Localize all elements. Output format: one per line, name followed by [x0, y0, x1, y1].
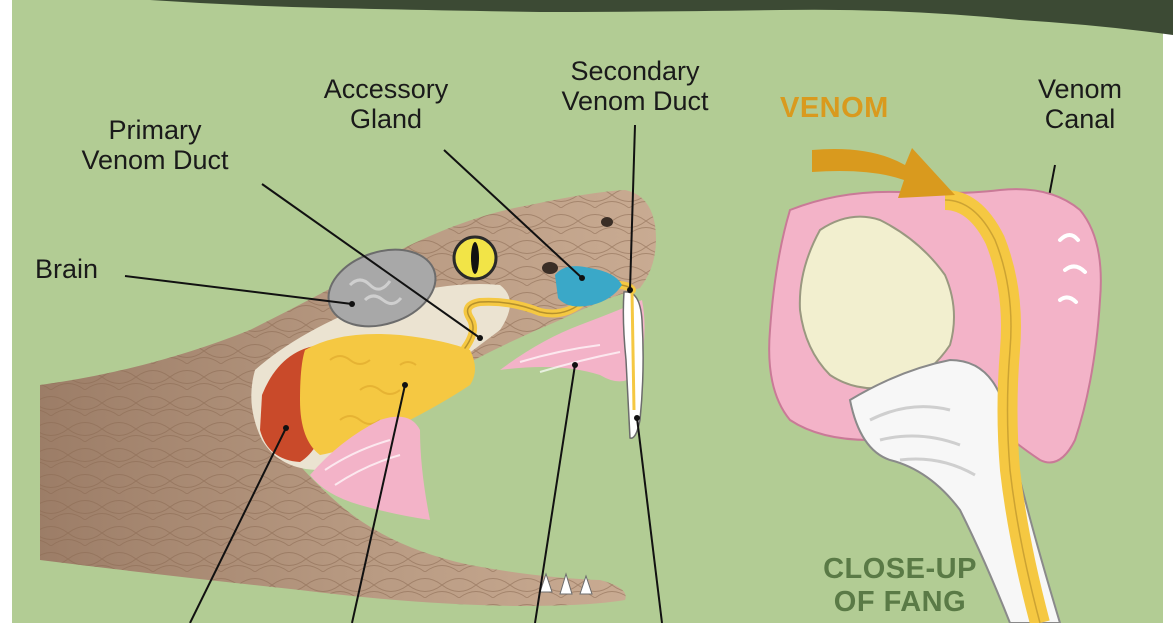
- label-secondary-venom-duct-line2: Venom Duct: [540, 86, 730, 116]
- label-venom-canal: Venom Canal: [1005, 74, 1155, 134]
- label-venom-canal-line1: Venom: [1005, 74, 1155, 104]
- label-closeup-of-fang: CLOSE-UP OF FANG: [800, 553, 1000, 619]
- label-primary-venom-duct: Primary Venom Duct: [50, 115, 260, 175]
- border-left: [0, 0, 12, 623]
- border-right: [1163, 0, 1173, 623]
- label-primary-venom-duct-line2: Venom Duct: [50, 145, 260, 175]
- label-accessory-gland-line2: Gland: [296, 104, 476, 134]
- label-closeup-line1: CLOSE-UP: [800, 553, 1000, 586]
- label-accessory-gland-line1: Accessory: [296, 74, 476, 104]
- label-closeup-line2: OF FANG: [800, 586, 1000, 619]
- label-venom-canal-line2: Canal: [1005, 104, 1155, 134]
- label-secondary-venom-duct: Secondary Venom Duct: [540, 56, 730, 116]
- label-secondary-venom-duct-line1: Secondary: [540, 56, 730, 86]
- label-venom: VENOM: [780, 92, 889, 125]
- label-primary-venom-duct-line1: Primary: [50, 115, 260, 145]
- label-brain: Brain: [35, 254, 98, 284]
- label-accessory-gland: Accessory Gland: [296, 74, 476, 134]
